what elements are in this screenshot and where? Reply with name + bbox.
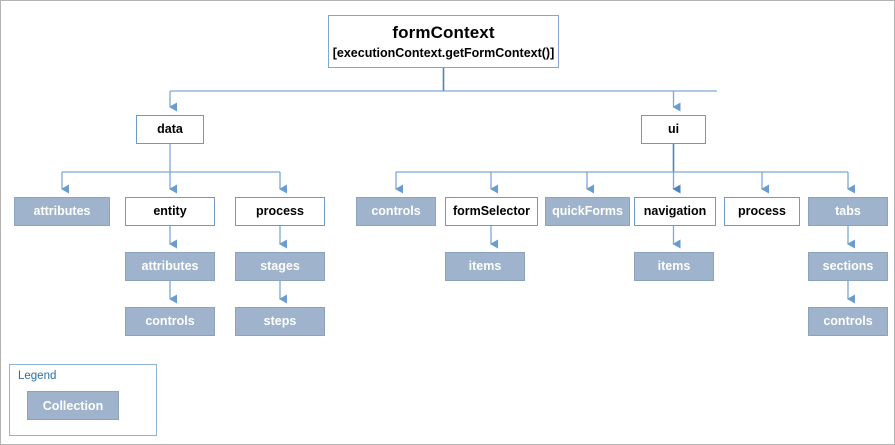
node-tabs-sections[interactable]: sections [808,252,888,281]
node-e-controls-label: controls [145,314,195,329]
legend: Legend Collection [9,364,157,436]
node-d-attributes[interactable]: attributes [14,197,110,226]
node-u-quickforms[interactable]: quickForms [545,197,630,226]
node-e-attributes-label: attributes [141,259,199,274]
node-p-stages-label: stages [260,259,300,274]
node-u-process-label: process [738,204,786,219]
node-u-formselector-label: formSelector [452,204,531,219]
node-d-process[interactable]: process [235,197,325,226]
node-sec-controls[interactable]: controls [808,307,888,336]
node-u-navigation[interactable]: navigation [634,197,716,226]
node-ui[interactable]: ui [641,115,706,144]
node-u-navigation-label: navigation [643,204,707,219]
node-tabs-sections-label: sections [822,259,874,274]
legend-item-collection: Collection [27,391,119,420]
node-formcontext-title: formContext [392,23,495,43]
node-u-process[interactable]: process [724,197,800,226]
node-u-formselector[interactable]: formSelector [445,197,538,226]
node-nav-items-label: items [657,259,691,274]
node-p-steps[interactable]: steps [235,307,325,336]
node-p-steps-label: steps [263,314,297,329]
node-formcontext-subtitle: [executionContext.getFormContext()] [332,45,555,60]
node-u-controls-label: controls [371,204,421,219]
node-u-quickforms-label: quickForms [552,204,623,219]
node-formcontext[interactable]: formContext [executionContext.getFormCon… [328,15,559,68]
node-e-attributes[interactable]: attributes [125,252,215,281]
node-fs-items-label: items [468,259,502,274]
node-d-process-label: process [256,204,304,219]
node-u-controls[interactable]: controls [356,197,436,226]
node-fs-items[interactable]: items [445,252,525,281]
node-nav-items[interactable]: items [634,252,714,281]
node-u-tabs-label: tabs [835,204,861,219]
node-ui-label: ui [667,122,680,137]
node-d-attributes-label: attributes [33,204,91,219]
node-sec-controls-label: controls [823,314,873,329]
node-data[interactable]: data [136,115,204,144]
node-u-tabs[interactable]: tabs [808,197,888,226]
node-data-label: data [157,122,183,137]
node-d-entity-label: entity [153,204,187,219]
node-e-controls[interactable]: controls [125,307,215,336]
legend-title: Legend [18,370,57,382]
node-p-stages[interactable]: stages [235,252,325,281]
node-d-entity[interactable]: entity [125,197,215,226]
